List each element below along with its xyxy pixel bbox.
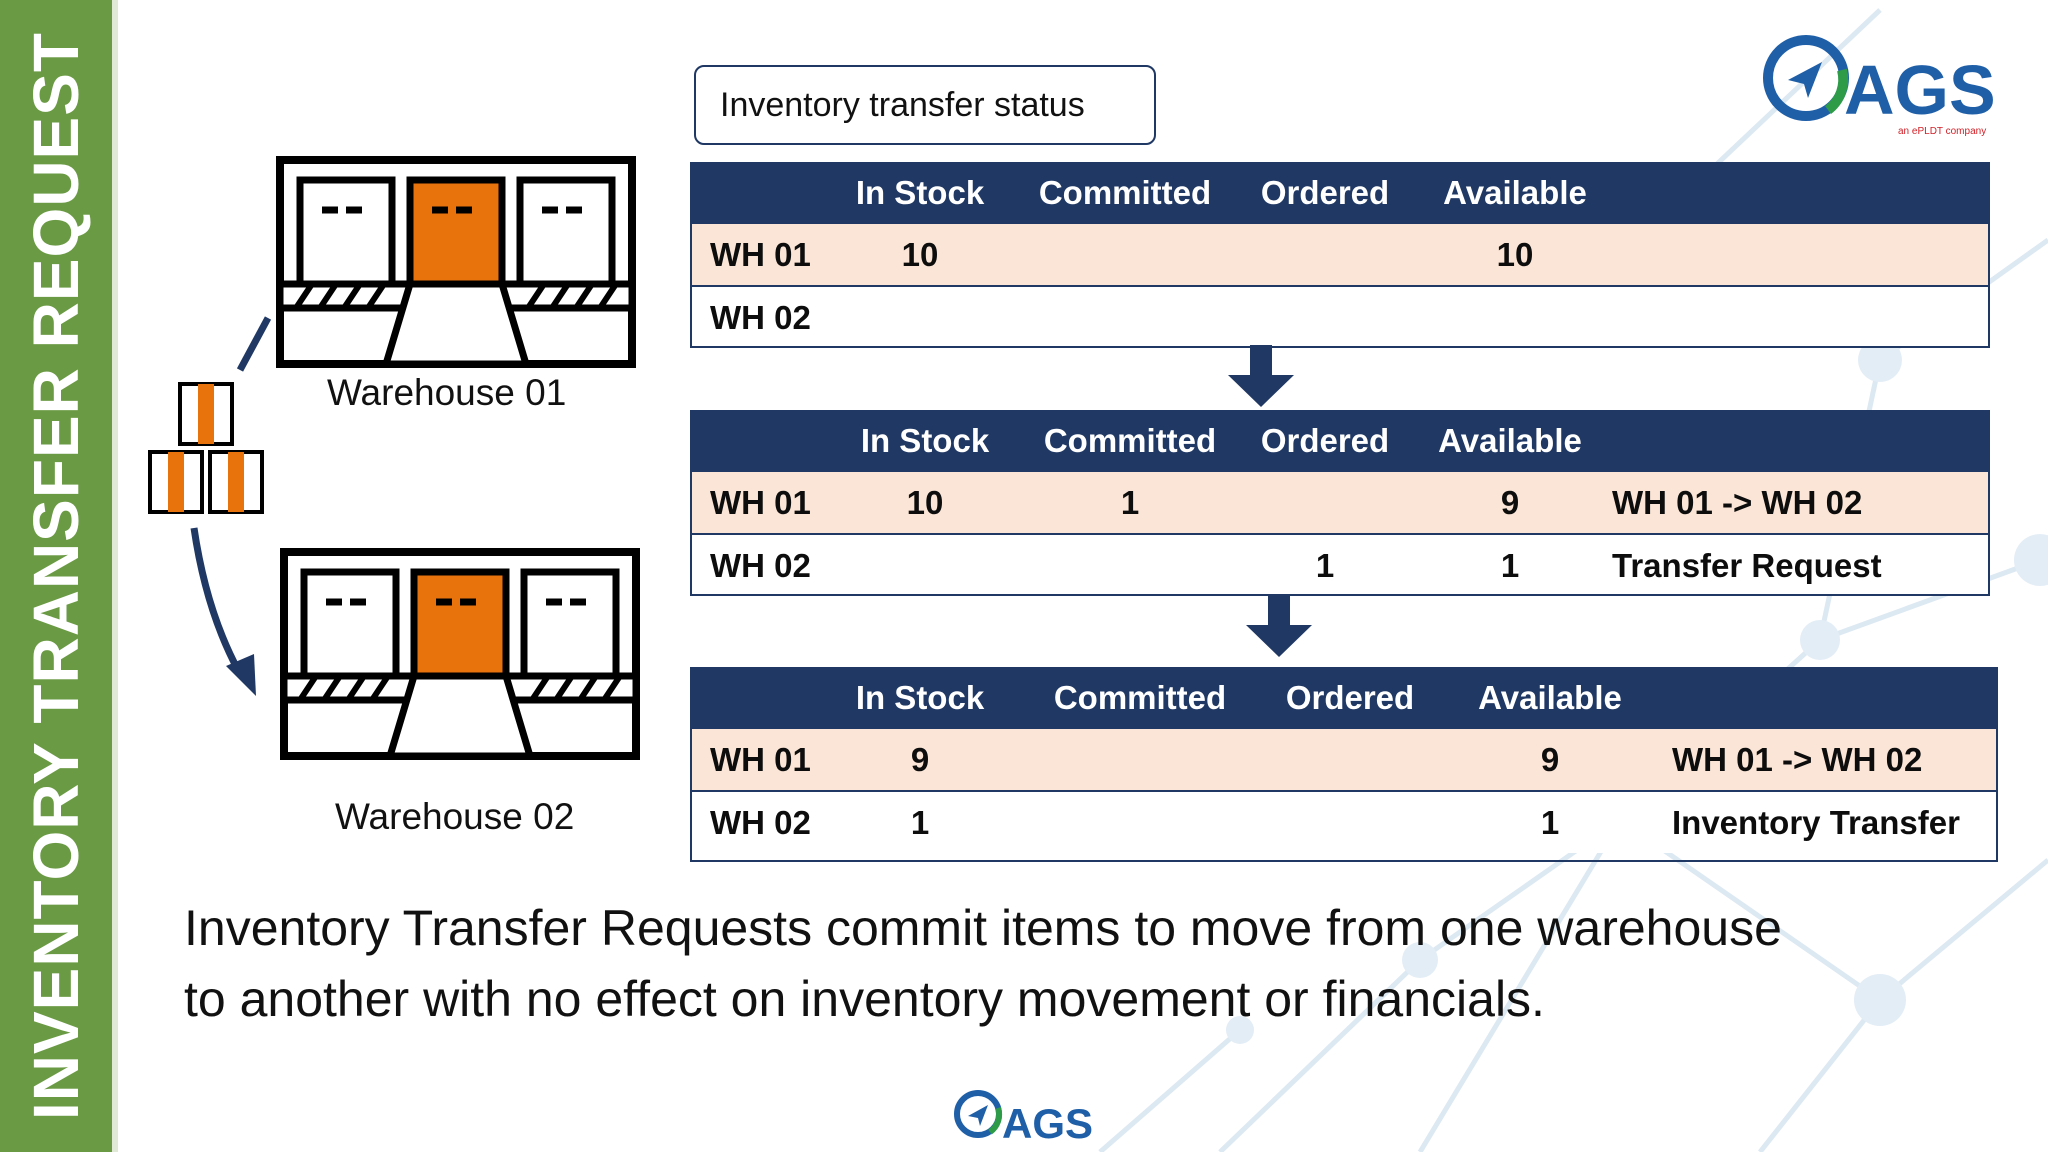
table-header-row: In Stock Committed Ordered Available — [690, 410, 1990, 472]
ags-logo: AGS an ePLDT company — [1763, 35, 1996, 137]
table-row: WH 01 9 9 WH 01 -> WH 02 — [690, 729, 1998, 791]
note-cell: Inventory Transfer — [1660, 791, 1998, 853]
caption-text: Inventory Transfer Requests commit items… — [184, 900, 1782, 1027]
committed-cell — [1020, 791, 1260, 853]
committed-cell — [1020, 224, 1230, 286]
boxes-icon — [148, 382, 264, 514]
flow-arrow-icon — [190, 316, 272, 696]
wh-cell: WH 02 — [690, 534, 820, 596]
warehouse-02-icon — [280, 548, 640, 760]
available-cell: 10 — [1420, 224, 1610, 286]
logo-plane-icon — [968, 1105, 988, 1126]
status-box: Inventory transfer status — [694, 65, 1156, 145]
available-cell — [1420, 286, 1610, 348]
committed-cell: 1 — [1030, 472, 1230, 534]
available-cell: 9 — [1420, 472, 1600, 534]
available-cell: 1 — [1440, 791, 1660, 853]
logo-text: AGS — [1844, 51, 1996, 129]
ordered-cell — [1230, 472, 1420, 534]
header-cell — [1660, 667, 1998, 729]
header-cell — [690, 410, 820, 472]
header-cell: Committed — [1020, 667, 1260, 729]
in-stock-cell: 10 — [820, 224, 1020, 286]
in-stock-cell: 10 — [820, 472, 1030, 534]
wh-cell: WH 01 — [690, 224, 820, 286]
ordered-cell: 1 — [1230, 534, 1420, 596]
status-box-label: Inventory transfer status — [720, 85, 1085, 124]
note-cell: WH 01 -> WH 02 — [1660, 729, 1998, 791]
header-cell: Ordered — [1230, 162, 1420, 224]
in-stock-cell — [820, 534, 1030, 596]
header-cell: In Stock — [820, 667, 1020, 729]
ordered-cell — [1230, 224, 1420, 286]
warehouse-02-label: Warehouse 02 — [335, 796, 575, 837]
note-cell — [1610, 286, 1990, 348]
header-cell: Committed — [1020, 162, 1230, 224]
logo-plane-icon — [1788, 62, 1822, 98]
logo-ring-accent-icon — [988, 1107, 1003, 1135]
header-cell — [690, 667, 820, 729]
side-banner: INVENTORY TRANSFER REQUEST — [0, 0, 112, 1152]
ags-logo-bottom: AGS — [954, 1090, 1093, 1147]
logo-tagline: an ePLDT company — [1898, 126, 1986, 137]
header-cell: Ordered — [1230, 410, 1420, 472]
down-arrow-icon — [1228, 345, 1294, 407]
header-cell: Available — [1420, 410, 1600, 472]
header-cell: Available — [1440, 667, 1660, 729]
side-title: INVENTORY TRANSFER REQUEST — [20, 31, 92, 1121]
header-cell — [1610, 162, 1990, 224]
warehouse-01-label: Warehouse 01 — [327, 372, 567, 413]
header-cell: Committed — [1030, 410, 1230, 472]
ordered-cell — [1260, 729, 1440, 791]
in-stock-cell — [820, 286, 1020, 348]
committed-cell — [1020, 729, 1260, 791]
status-table-1: In Stock Committed Ordered Available WH … — [690, 162, 1990, 348]
header-cell: Ordered — [1260, 667, 1440, 729]
wh-cell: WH 01 — [690, 472, 820, 534]
table-row: WH 01 10 1 9 WH 01 -> WH 02 — [690, 472, 1990, 534]
committed-cell — [1020, 286, 1230, 348]
table-header-row: In Stock Committed Ordered Available — [690, 162, 1990, 224]
available-cell: 1 — [1420, 534, 1600, 596]
table-header-row: In Stock Committed Ordered Available — [690, 667, 1998, 729]
wh-cell: WH 02 — [690, 286, 820, 348]
header-cell — [690, 162, 820, 224]
header-cell — [1600, 410, 1990, 472]
wh-cell: WH 02 — [690, 791, 820, 853]
wh-cell: WH 01 — [690, 729, 820, 791]
status-table-3: In Stock Committed Ordered Available WH … — [690, 667, 1998, 853]
table-row: WH 02 1 1 Transfer Request — [690, 534, 1990, 596]
side-banner-edge — [112, 0, 118, 1152]
ordered-cell — [1230, 286, 1420, 348]
note-cell: WH 01 -> WH 02 — [1600, 472, 1990, 534]
note-cell: Transfer Request — [1600, 534, 1990, 596]
header-cell: In Stock — [820, 410, 1030, 472]
table-row: WH 02 — [690, 286, 1990, 348]
header-cell: Available — [1420, 162, 1610, 224]
in-stock-cell: 9 — [820, 729, 1020, 791]
logo-ring-accent-icon — [1824, 68, 1849, 115]
logo-text: AGS — [1002, 1100, 1093, 1147]
note-cell — [1610, 224, 1990, 286]
down-arrow-icon — [1246, 595, 1312, 657]
warehouse-01-icon — [276, 156, 636, 368]
in-stock-cell: 1 — [820, 791, 1020, 853]
status-table-2: In Stock Committed Ordered Available WH … — [690, 410, 1990, 596]
header-cell: In Stock — [820, 162, 1020, 224]
table-row: WH 01 10 10 — [690, 224, 1990, 286]
ordered-cell — [1260, 791, 1440, 853]
committed-cell — [1030, 534, 1230, 596]
table-row: WH 02 1 1 Inventory Transfer — [690, 791, 1998, 853]
available-cell: 9 — [1440, 729, 1660, 791]
